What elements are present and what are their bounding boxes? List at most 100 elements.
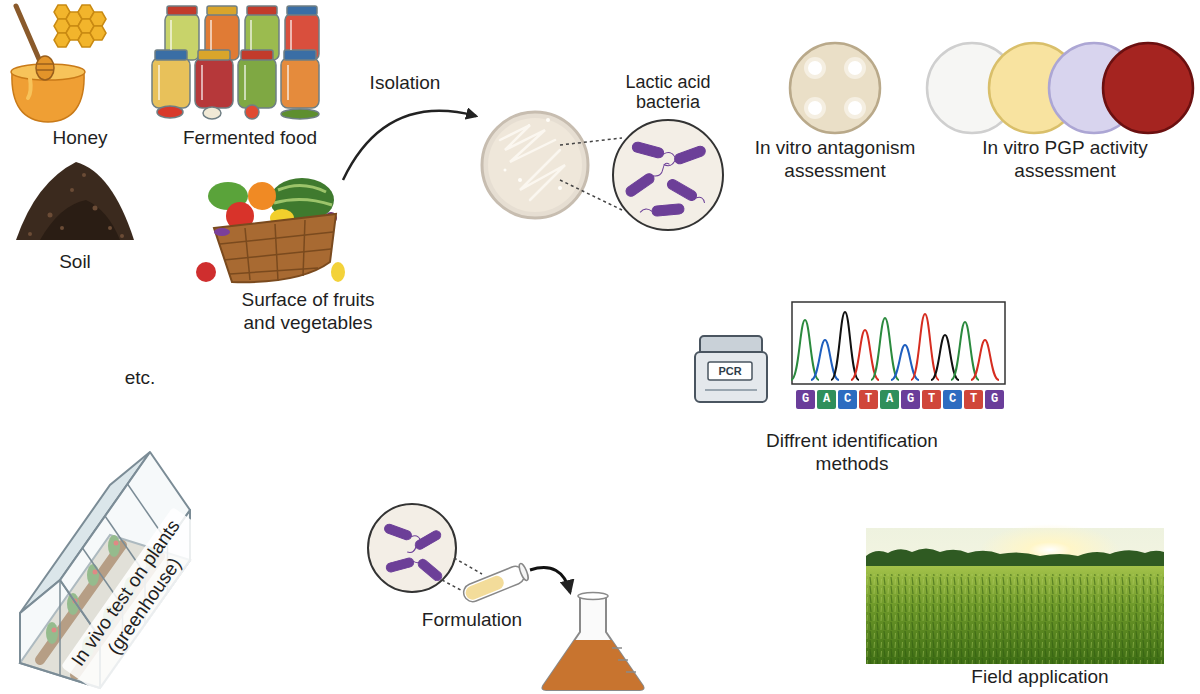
- source-label: Soil: [59, 251, 91, 274]
- drawing-part: [93, 206, 98, 211]
- drawing-part: [28, 78, 31, 98]
- drawing-part: [546, 118, 550, 122]
- drawing-part: [624, 141, 707, 217]
- drawing-part: [90, 26, 106, 40]
- drawing-part: [792, 302, 1005, 384]
- drawing-part: [90, 12, 106, 26]
- drawing-part: [405, 529, 442, 556]
- drawing-part: [82, 173, 86, 177]
- dna-sequence: GACTAGTCTG: [802, 390, 1012, 409]
- bacteria-zoom: [613, 120, 723, 230]
- drawing-part: [287, 6, 317, 15]
- drawing-part: [60, 226, 64, 230]
- drawing-part: [214, 228, 230, 236]
- drawing-part: [407, 547, 417, 554]
- drawing-part: [16, 162, 134, 240]
- formulation-bacteria: [368, 504, 456, 592]
- drawing-part: [198, 50, 230, 60]
- drawing-part: [284, 50, 316, 60]
- drawing-part: [846, 99, 864, 117]
- drawing-part: [383, 523, 412, 541]
- drawing-part: [303, 220, 305, 276]
- drawing-part: [368, 504, 456, 592]
- drawing-part: [631, 141, 664, 159]
- source-label: Fermented food: [183, 127, 317, 150]
- antagonism-dish: [790, 43, 880, 133]
- drawing-part: [245, 105, 259, 119]
- drawing-part: [36, 69, 54, 71]
- drawing-part: [866, 566, 1164, 664]
- drawing-part: [245, 228, 250, 280]
- drawing-part: [159, 20, 291, 100]
- drawing-part: [70, 188, 74, 192]
- soil-icon: [16, 162, 134, 240]
- drawing-part: [16, 6, 42, 66]
- drawing-part: [831, 312, 859, 380]
- assay-label: In vitro antagonism assessment: [743, 137, 928, 183]
- drawing-part: [518, 178, 522, 182]
- drawing-part: [651, 162, 671, 178]
- device-label: PCR: [718, 365, 741, 378]
- step-label: Isolation: [370, 72, 441, 95]
- drawing-part: [230, 268, 318, 274]
- drawing-part: [275, 224, 278, 281]
- drawing-part: [806, 59, 824, 77]
- drawing-part: [195, 58, 233, 108]
- drawing-part: [247, 6, 277, 15]
- drawing-part: [290, 20, 292, 50]
- fermented-food-icon: [152, 6, 319, 119]
- drawing-part: [155, 50, 187, 60]
- drawing-part: [331, 262, 345, 282]
- drawing-part: [461, 564, 527, 605]
- drawing-part: [806, 99, 824, 117]
- drawing-part: [40, 200, 120, 240]
- drawing-part: [158, 65, 160, 100]
- pour-arrow: [530, 568, 570, 592]
- drawing-part: [54, 5, 106, 47]
- drawing-part: [666, 178, 699, 203]
- drawing-part: [673, 145, 706, 165]
- drawing-part: [791, 312, 999, 380]
- drawing-part: [383, 523, 443, 582]
- drawing-part: [1103, 43, 1193, 133]
- drawing-part: [36, 56, 54, 80]
- drawing-part: [36, 63, 54, 65]
- drawing-part: [220, 220, 333, 281]
- drawing-part: [416, 558, 443, 583]
- drawing-part: [454, 558, 482, 574]
- drawing-part: [652, 204, 685, 217]
- drawing-part: [612, 647, 622, 649]
- drawing-part: [152, 58, 190, 108]
- drawing-part: [578, 593, 608, 600]
- drawing-part: [214, 214, 336, 282]
- drawing-part: [951, 322, 979, 380]
- drawing-part: [626, 671, 636, 673]
- drawing-part: [790, 43, 880, 133]
- drawing-part: [613, 120, 723, 230]
- drawing-part: [28, 173, 124, 238]
- drawing-part: [542, 640, 643, 690]
- drawing-part: [560, 180, 622, 210]
- drawing-part: [911, 314, 939, 380]
- assay-label: In vitro PGP activity assessment: [970, 137, 1160, 183]
- drawing-part: [624, 172, 656, 199]
- method-label: Diffrent identification methods: [747, 430, 957, 476]
- drawing-part: [120, 234, 124, 238]
- step-label: Field application: [971, 666, 1108, 689]
- drawing-part: [167, 6, 197, 15]
- drawing-part: [520, 150, 565, 200]
- drawing-part: [500, 125, 555, 162]
- drawing-part: [210, 20, 212, 50]
- drawing-part: [695, 352, 767, 402]
- drawing-part: [28, 232, 32, 236]
- pgp-plates: [927, 43, 1193, 133]
- drawing-part: [705, 389, 757, 391]
- drawing-part: [59, 580, 61, 675]
- step-label: Formulation: [422, 609, 522, 632]
- drawing-part: [108, 226, 112, 230]
- field-photo: [866, 524, 1164, 664]
- drawing-part: [640, 208, 652, 212]
- drawing-part: [846, 59, 864, 77]
